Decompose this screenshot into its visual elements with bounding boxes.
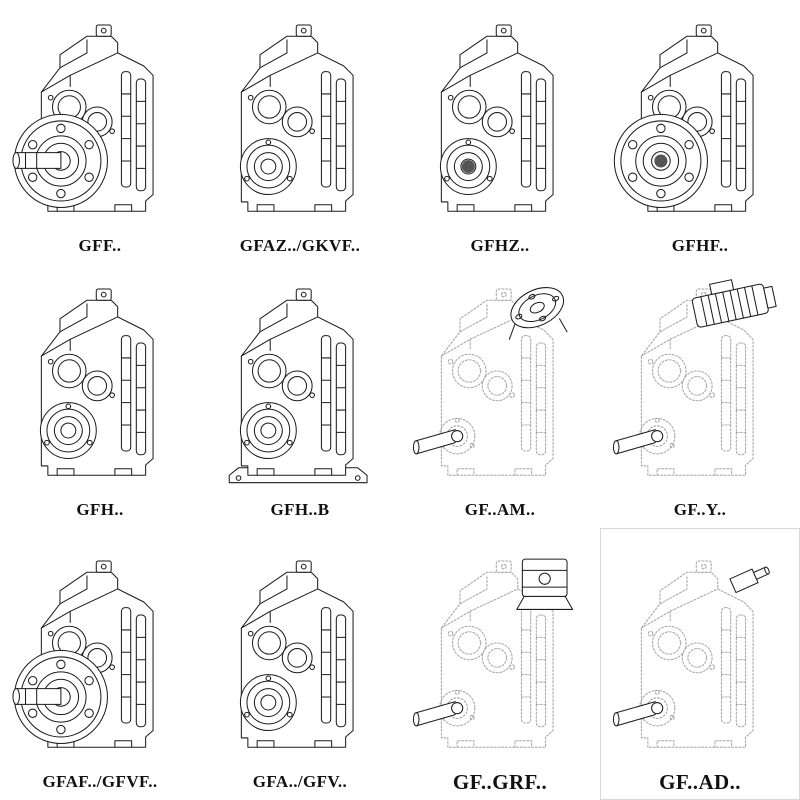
catalog-cell-gfh: GFH.. <box>0 264 200 528</box>
gearbox-hollow-shaft-foot-icon <box>228 288 368 484</box>
hollow-bore <box>461 159 476 174</box>
catalog-cell-gfa-gfv: GFA../GFV.. <box>200 528 400 800</box>
model-label: GFH.. <box>76 500 124 519</box>
model-label: GFHZ.. <box>470 236 530 255</box>
catalog-cell-gff: GFF.. <box>0 0 200 264</box>
catalog-cell-gf-y: GF..Y.. <box>600 264 800 528</box>
model-label: GF..AM.. <box>464 500 536 519</box>
gearbox-hollow-shaft-flange-icon <box>613 24 754 212</box>
gearbox-flange-solid-shaft-icon <box>12 24 154 212</box>
catalog-cell-gfhf: GFHF.. <box>600 0 800 264</box>
input-adapter-box <box>516 558 574 610</box>
gearbox-shaft-mounted-icon <box>239 560 354 748</box>
model-label: GF..AD.. <box>659 769 741 794</box>
catalog-cell-gf-am: GF..AM.. <box>400 264 600 528</box>
catalog-cell-gfhz: GFHZ.. <box>400 0 600 264</box>
catalog-cell-gfaf-gfvf: GFAF../GFVF.. <box>0 528 200 800</box>
catalog-cell-gfaz-gkvf: GFAZ../GKVF.. <box>200 0 400 264</box>
model-label: GF..Y.. <box>673 500 727 519</box>
catalog-cell-gf-ad: GF..AD.. <box>600 528 800 800</box>
hollow-bore <box>653 153 668 168</box>
output-hub <box>39 402 97 459</box>
output-hub <box>239 402 297 459</box>
gearbox-input-shaft-adapter-icon <box>612 560 773 748</box>
output-hub <box>239 674 297 731</box>
model-label: GFA../GFV.. <box>252 772 348 791</box>
model-label: GF..GRF.. <box>452 769 548 794</box>
input-shaft-stub <box>729 562 773 594</box>
model-label: GFHF.. <box>671 236 729 255</box>
output-shaft <box>12 152 62 169</box>
gearbox-output-flange-shaft-icon <box>12 560 154 748</box>
gearbox-iec-adapter-flange-icon <box>412 278 571 476</box>
catalog-cell-gfh-b: GFH..B <box>200 264 400 528</box>
model-label: GFAF../GFVF.. <box>42 772 158 791</box>
output-shaft <box>12 688 62 705</box>
gearbox-hollow-shaft-icon <box>239 24 354 212</box>
gearbox-hollow-shaft-housing-icon <box>39 288 154 476</box>
gearbox-grf-adapter-box-icon <box>412 558 574 748</box>
gearbox-hollow-shaft-shrink-disc-icon <box>439 24 554 212</box>
electric-motor <box>689 276 778 329</box>
output-hub <box>239 138 297 195</box>
model-label: GFF.. <box>78 236 122 255</box>
gearbox-with-motor-icon <box>612 276 778 476</box>
catalog-cell-gf-grf: GF..GRF.. <box>400 528 600 800</box>
model-label: GFAZ../GKVF.. <box>239 236 361 255</box>
model-label: GFH..B <box>270 500 330 519</box>
